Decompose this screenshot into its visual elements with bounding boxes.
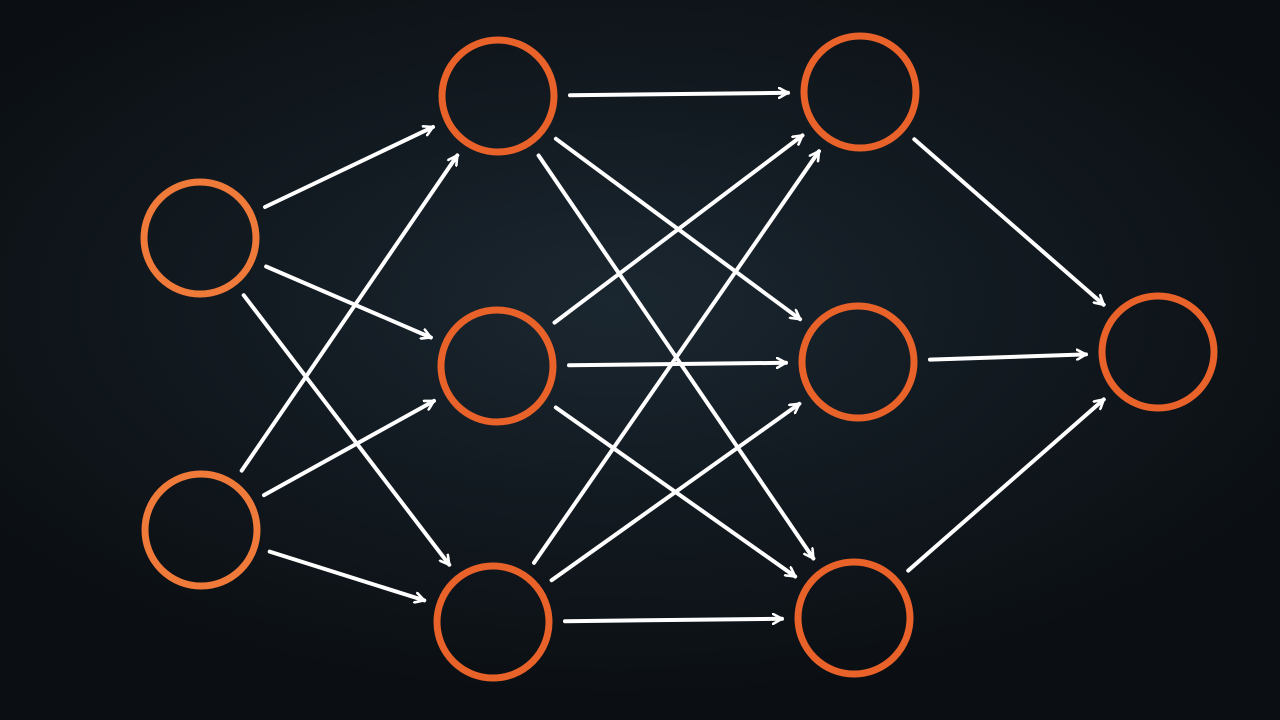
node-group: [140, 32, 1218, 682]
node-a1: [438, 36, 558, 156]
edge-b1-o1: [912, 137, 1106, 307]
node-i1: [140, 178, 260, 298]
node-b3: [794, 558, 914, 678]
edge-a1-b1: [568, 93, 790, 95]
node-a3: [433, 562, 553, 682]
edge-group: [239, 93, 1106, 621]
edge-a2-b2: [567, 363, 788, 365]
edge-i2-a2: [262, 398, 436, 498]
edge-i2-a3: [267, 549, 427, 601]
edge-a2-b1: [552, 133, 805, 325]
node-i2: [141, 470, 261, 590]
edge-b3-o1: [906, 397, 1106, 573]
edge-i1-a1: [263, 125, 435, 209]
edge-i2-a1: [239, 153, 460, 473]
node-a2: [437, 306, 557, 426]
edge-b2-o1: [928, 354, 1088, 362]
edge-a3-b3: [563, 619, 784, 621]
edge-a3-b1: [532, 149, 821, 565]
edge-a3-b2: [549, 401, 802, 583]
edge-i1-a3: [241, 293, 452, 567]
node-o1: [1098, 292, 1218, 412]
node-b2: [798, 302, 918, 422]
node-b1: [800, 32, 920, 152]
edge-i1-a2: [264, 264, 433, 338]
